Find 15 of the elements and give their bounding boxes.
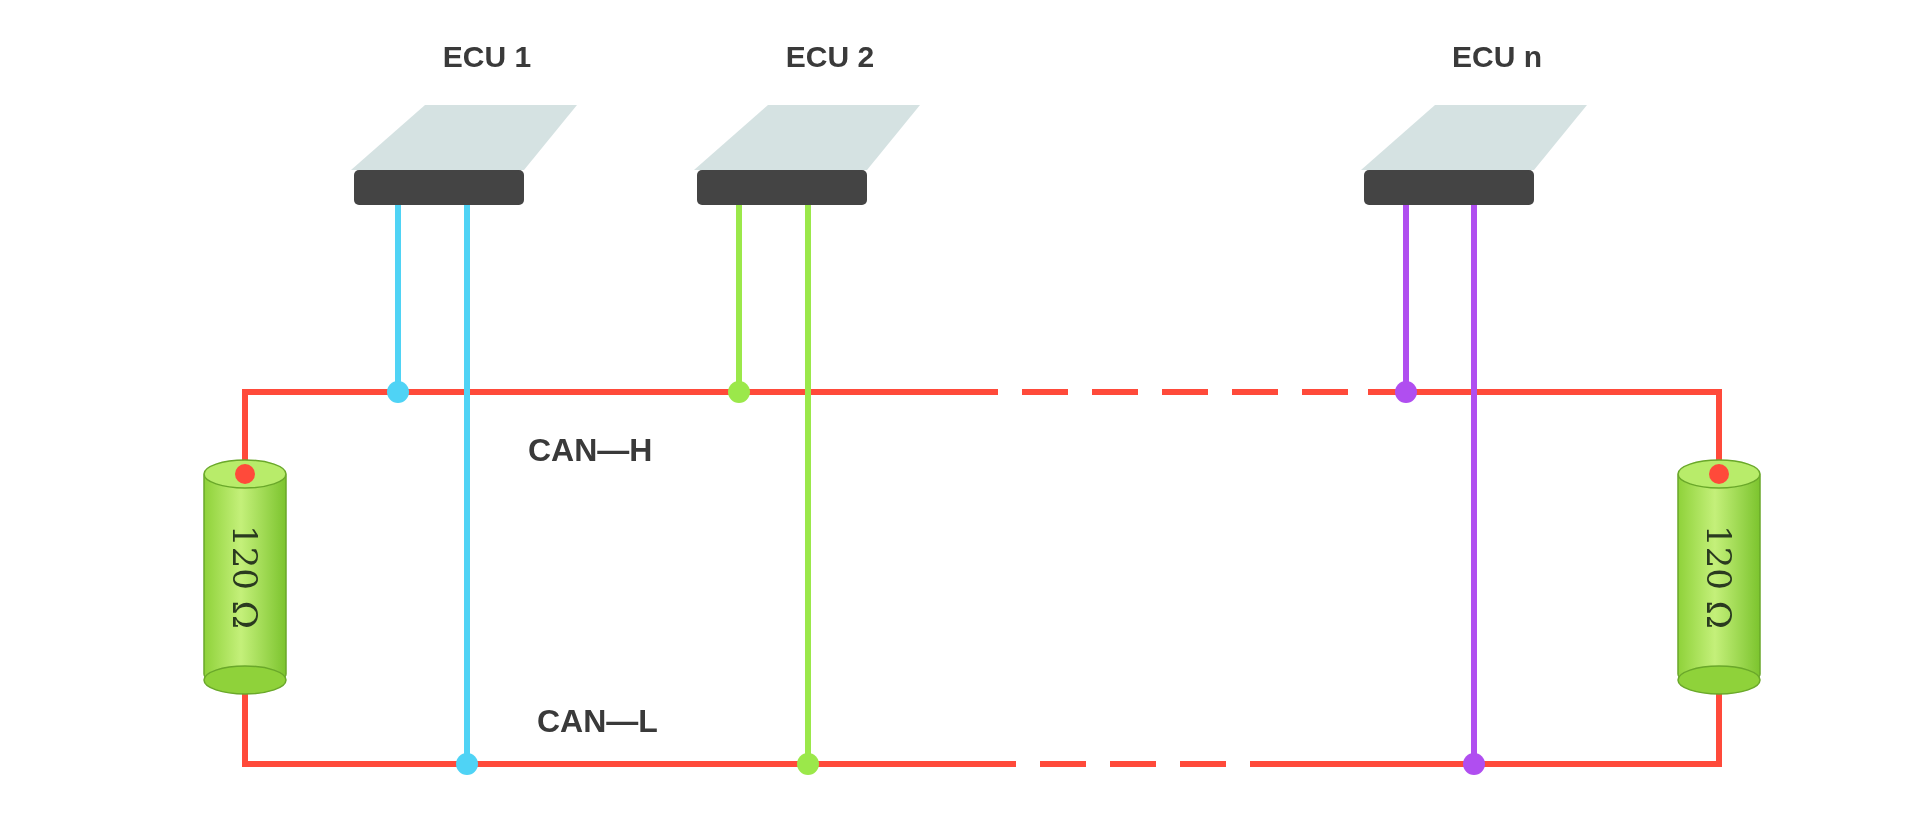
ecu-wire [1463, 205, 1485, 775]
bus-label: CAN—H [528, 432, 653, 469]
ecu-label: ECU n [1452, 40, 1542, 74]
ecu-wire [456, 205, 478, 775]
ecu-wire [728, 205, 750, 403]
bus-wire [242, 389, 1722, 462]
ecu-wire [387, 205, 409, 403]
bus-label: CAN—L [537, 703, 658, 740]
bus-wire [242, 692, 1722, 767]
ecu-wire [1395, 205, 1417, 403]
resistance-value: 120 Ω [225, 525, 265, 629]
ecu-label: ECU 2 [785, 40, 875, 74]
ecu-label: ECU 1 [442, 40, 532, 74]
ecu-wire [797, 205, 819, 775]
resistance-value: 120 Ω [1699, 525, 1739, 629]
